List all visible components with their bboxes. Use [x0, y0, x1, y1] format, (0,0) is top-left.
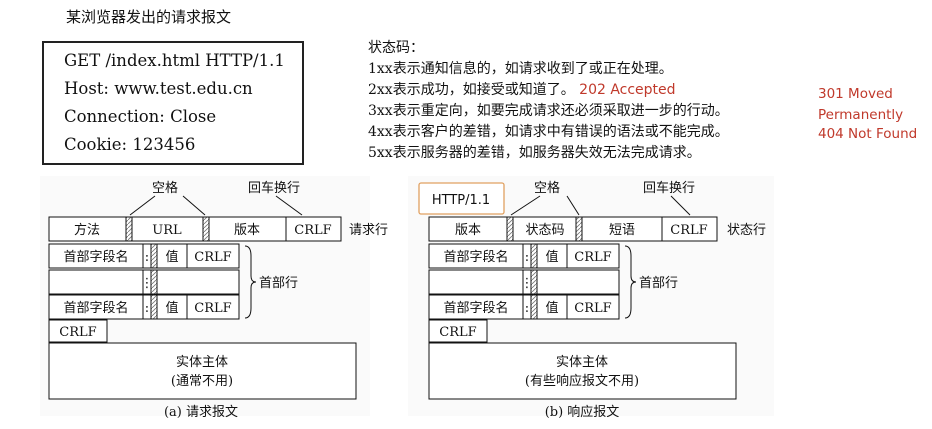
- header-field-name: 首部字段名: [63, 300, 128, 316]
- blank-line-crlf: [428, 319, 488, 343]
- space-cell: [202, 216, 210, 242]
- space-pointer: [129, 195, 206, 216]
- crlf-field: CRLF: [670, 223, 707, 238]
- header-lines-label: 首部行: [259, 276, 298, 291]
- entity-body-title: 实体主体: [556, 355, 608, 370]
- entity-body-note: (通常不用): [171, 374, 233, 389]
- status-3xx: 3xx表示重定向，如要完成请求还必须采取进一步的行动。: [368, 103, 729, 119]
- crlf-field: CRLF: [574, 250, 611, 265]
- colon: :: [145, 250, 149, 265]
- status-2xx-text: 2xx表示成功，如接受或知道了。: [368, 82, 575, 98]
- colon: :: [145, 301, 149, 316]
- status-code-notes: 状态码： 1xx表示通知信息的，如请求收到了或正在处理。 2xx表示成功，如接受…: [368, 38, 729, 164]
- crlf-field: CRLF: [59, 325, 96, 340]
- entity-body-title: 实体主体: [176, 355, 228, 370]
- http-version-text: HTTP/1.1: [432, 193, 490, 208]
- status-1xx: 1xx表示通知信息的，如请求收到了或正在处理。: [368, 61, 673, 77]
- space-cell: [575, 216, 583, 242]
- status-4xx: 4xx表示客户的差错，如请求中有错误的语法或不能完成。: [368, 124, 729, 140]
- crlf-label: 回车换行: [643, 180, 695, 196]
- value-field: 值: [165, 249, 178, 265]
- connection-header: Connection: Close: [64, 107, 217, 126]
- page-heading: 某浏览器发出的请求报文: [66, 8, 232, 26]
- space-pointer: [510, 195, 580, 216]
- status-404-note: 404 Not Found: [818, 126, 918, 142]
- crlf-pointer: [275, 195, 303, 216]
- crlf-field: CRLF: [194, 250, 231, 265]
- entity-body: [428, 342, 737, 400]
- space-cell: [125, 216, 133, 242]
- request-message-box: GET /index.html HTTP/1.1 Host: www.test.…: [42, 41, 304, 165]
- response-diagram: HTTP/1.1 空格 回车换行 版本 状态码 短语 CRLF 状态行 首部字段…: [408, 176, 774, 420]
- value-field: 值: [545, 300, 558, 316]
- version-field: 版本: [234, 223, 260, 238]
- entity-body-note: (有些响应报文不用): [525, 373, 639, 389]
- request-caption: (a) 请求报文: [164, 405, 238, 420]
- header-row: [48, 243, 240, 269]
- header-field-name: 首部字段名: [443, 300, 508, 316]
- ellipsis: ⋮: [141, 276, 154, 291]
- status-5xx: 5xx表示服务器的差错，如服务器失效无法完成请求。: [368, 145, 701, 161]
- status-301-note: 301 Moved Permanently: [818, 84, 903, 126]
- header-row: [428, 294, 620, 320]
- status-202-note: 202 Accepted: [579, 82, 676, 98]
- header-brace: [624, 245, 637, 319]
- phrase-field: 短语: [609, 223, 635, 238]
- crlf-field: CRLF: [439, 325, 476, 340]
- url-field: URL: [152, 223, 182, 238]
- header-row: [48, 294, 240, 320]
- request-line-row: [48, 216, 342, 242]
- status-code-field: 状态码: [525, 223, 564, 238]
- request-line: GET /index.html HTTP/1.1: [64, 51, 285, 70]
- header-dots-row: [428, 269, 620, 295]
- request-line-label: 请求行: [349, 223, 388, 238]
- method-field: 方法: [74, 222, 100, 238]
- space-cell: [506, 216, 514, 242]
- colon: :: [525, 250, 529, 265]
- blank-line-crlf: [48, 319, 108, 343]
- request-diagram: 空格 回车换行 方法 URL 版本 CRLF 请求行 首部字段名 : 值 CRL…: [40, 176, 388, 420]
- header-field-name: 首部字段名: [443, 249, 508, 265]
- space-label: 空格: [534, 180, 560, 196]
- value-field: 值: [545, 249, 558, 265]
- host-header: Host: www.test.edu.cn: [64, 79, 253, 98]
- cookie-header: Cookie: 123456: [64, 135, 196, 154]
- crlf-field: CRLF: [574, 301, 611, 316]
- status-301-line2: Permanently: [818, 107, 904, 123]
- crlf-field: CRLF: [194, 301, 231, 316]
- space-label: 空格: [152, 180, 178, 196]
- ellipsis: ⋮: [521, 276, 534, 291]
- header-lines-label: 首部行: [639, 276, 678, 291]
- status-301-line1: 301 Moved: [818, 86, 893, 102]
- crlf-label: 回车换行: [248, 180, 300, 196]
- header-brace: [244, 245, 257, 319]
- colon: :: [525, 301, 529, 316]
- http-version-tag: [418, 182, 505, 215]
- status-title: 状态码：: [368, 40, 424, 56]
- header-dots-row: [48, 269, 240, 295]
- status-line-label: 状态行: [727, 223, 766, 238]
- value-field: 值: [165, 300, 178, 316]
- status-line-row: [428, 216, 718, 242]
- crlf-pointer: [670, 195, 691, 216]
- entity-body: [48, 342, 357, 400]
- response-caption: (b) 响应报文: [545, 404, 620, 420]
- version-field: 版本: [455, 223, 481, 238]
- crlf-field: CRLF: [294, 223, 331, 238]
- status-2xx: 2xx表示成功，如接受或知道了。 202 Accepted: [368, 80, 729, 101]
- header-row: [428, 243, 620, 269]
- header-field-name: 首部字段名: [63, 249, 128, 265]
